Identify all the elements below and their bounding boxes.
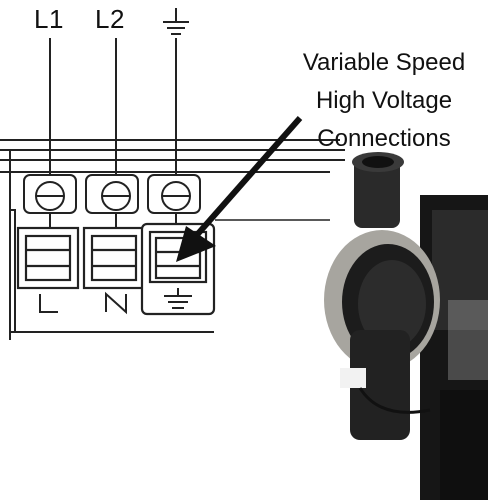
terminal-screws: [23, 174, 201, 214]
terminal-mark-l: [39, 294, 58, 313]
callout-arrow: [176, 116, 303, 262]
callout-line-1: Variable Speed: [303, 49, 465, 76]
callout-line-3: Connections: [317, 125, 450, 152]
terminal-mark-n: [105, 291, 127, 315]
ground-icon: [163, 8, 189, 35]
pump-image: [324, 152, 488, 500]
terminal-block: [0, 139, 345, 340]
terminal-mark-ground-icon: [164, 288, 192, 309]
wire-label-l1: L1: [34, 4, 64, 34]
callout-line-2: High Voltage: [316, 87, 452, 114]
wire-label-l2: L2: [95, 4, 125, 34]
